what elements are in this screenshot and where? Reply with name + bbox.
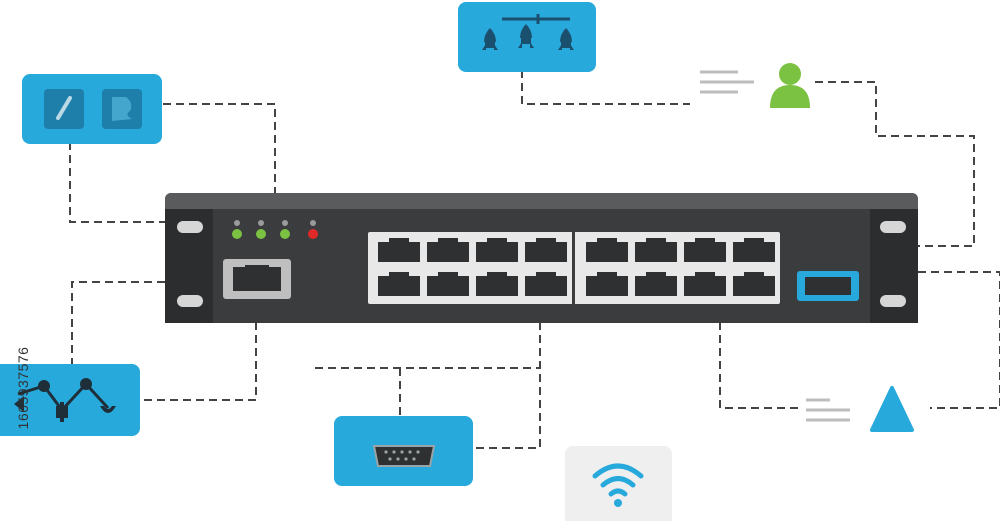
led-green [280, 229, 290, 239]
rj45-port [733, 272, 775, 296]
usb-stick-icon [44, 89, 84, 129]
led-green [232, 229, 242, 239]
mount-hole [880, 295, 906, 307]
rockets-icon [482, 14, 574, 50]
uplink-port [223, 259, 291, 299]
line-bottom-left [140, 322, 257, 401]
user-icon [770, 63, 810, 108]
mount-hole [880, 221, 906, 233]
rj45-port [733, 238, 775, 262]
status-leds [232, 220, 318, 239]
rj45-port [378, 238, 420, 262]
rj45-port [427, 272, 469, 296]
usb-document-tile [22, 74, 162, 144]
mount-hole [177, 295, 203, 307]
rj45-port [427, 238, 469, 262]
line-bottom-right [719, 322, 800, 409]
line-top-tile [521, 70, 690, 105]
line-bottom-middle [475, 322, 541, 449]
rj45-port [586, 272, 628, 296]
rj45-port [476, 238, 518, 262]
document-icon [102, 89, 142, 129]
network-nodes-tile [0, 364, 140, 436]
line-user [815, 81, 975, 247]
port-panel [368, 232, 780, 304]
rj45-port [586, 238, 628, 262]
rj45-port [525, 272, 567, 296]
line-triangle [918, 271, 1000, 409]
sfp-port [797, 271, 859, 301]
rj45-port [378, 272, 420, 296]
left-rack-ear [165, 209, 213, 323]
rj45-port [525, 238, 567, 262]
triangle-group [806, 386, 914, 432]
serial-port-icon [372, 445, 436, 467]
line-left-side [71, 281, 165, 365]
rockets-tile [458, 2, 596, 72]
line-left-tile-down [69, 142, 165, 223]
wifi-icon [592, 463, 644, 507]
rj45-port [684, 272, 726, 296]
serial-port-tile [334, 416, 473, 486]
wifi-tile [565, 446, 672, 521]
rj45-ports [378, 238, 775, 296]
mount-hole [177, 221, 203, 233]
led-green [256, 229, 266, 239]
rj45-port [684, 238, 726, 262]
user-group [700, 63, 810, 108]
rj45-port [635, 272, 677, 296]
network-switch [165, 193, 918, 323]
led-red [308, 229, 318, 239]
rj45-port [635, 238, 677, 262]
triangle-icon [870, 386, 914, 432]
network-nodes-icon [14, 378, 116, 422]
right-rack-ear [870, 209, 918, 323]
stock-id-text: 1665937576 [15, 346, 31, 430]
line-left-tile-right [150, 103, 276, 200]
rj45-port [476, 272, 518, 296]
